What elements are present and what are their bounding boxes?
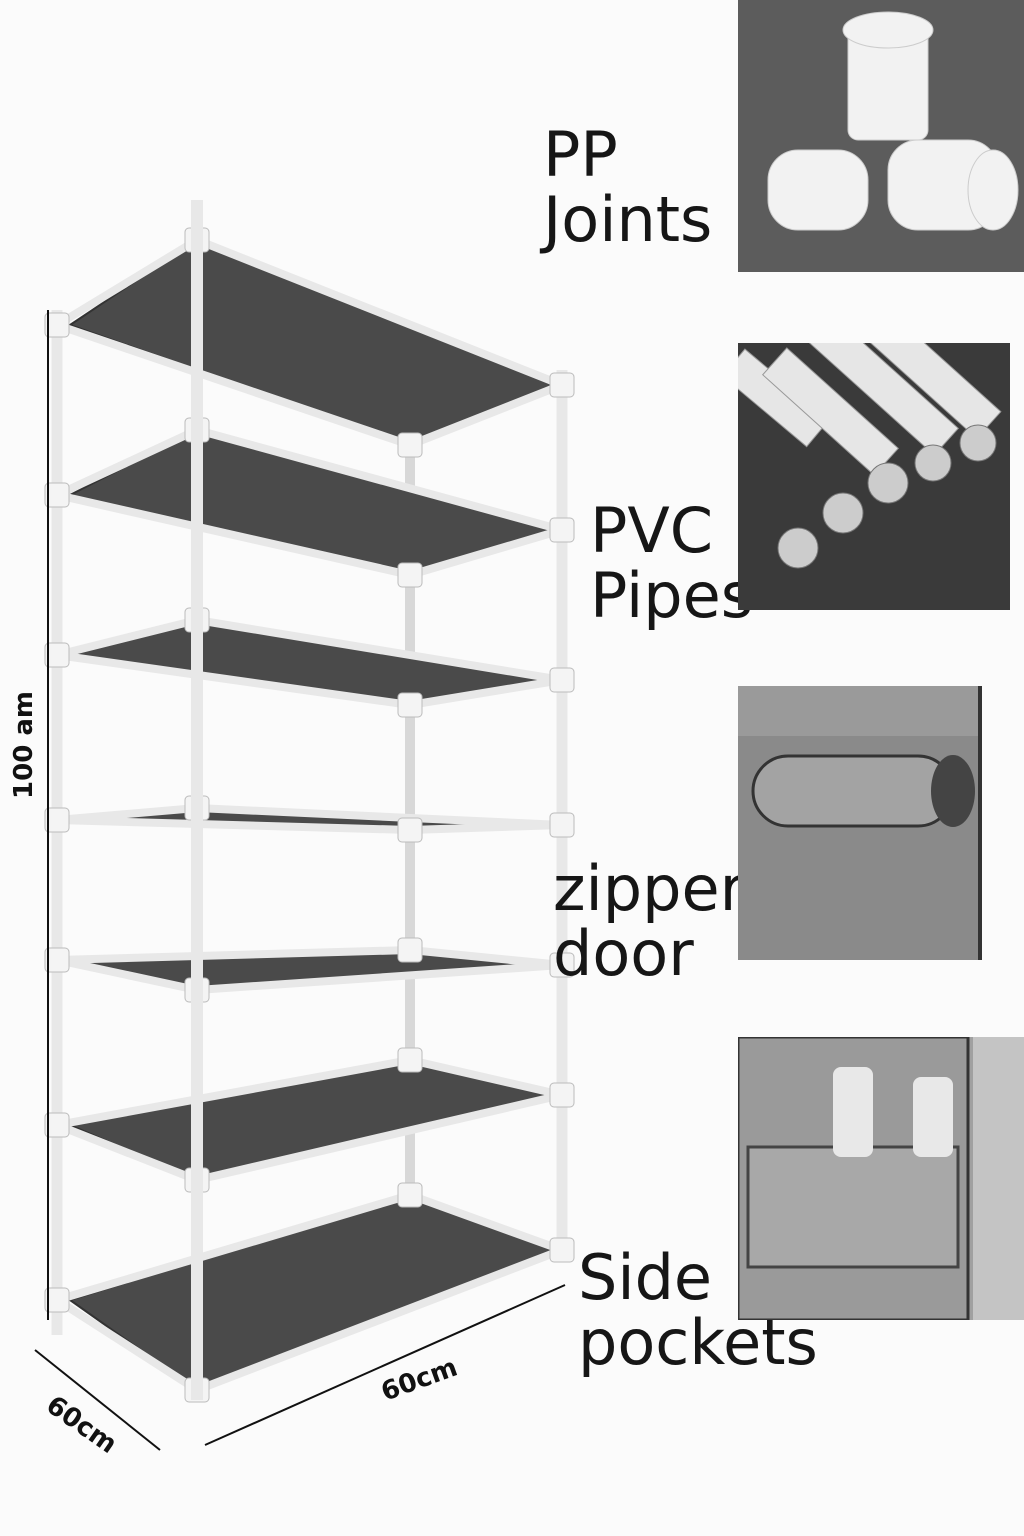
- label-line: Pipes: [590, 559, 754, 633]
- width-dimension-line: [204, 1284, 566, 1446]
- frame-bar: [54, 236, 200, 329]
- pp-joint: [44, 947, 70, 973]
- pp-joint: [549, 1082, 575, 1108]
- pp-joint: [549, 372, 575, 398]
- frame-bar: [56, 816, 411, 834]
- frame-bar: [56, 491, 411, 579]
- frame-bar: [56, 946, 411, 964]
- frame-bar: [196, 804, 563, 829]
- pp-joint: [397, 432, 423, 458]
- frame-bar: [195, 1246, 564, 1394]
- pp-joint: [549, 517, 575, 543]
- frame-bar: [409, 1056, 563, 1099]
- frame-bar: [196, 616, 563, 684]
- frame-bar: [195, 426, 564, 534]
- pp-joint: [549, 1237, 575, 1263]
- frame-bar: [409, 676, 563, 709]
- frame-bar: [409, 821, 563, 834]
- pp-joint: [44, 642, 70, 668]
- frame-bar: [56, 651, 411, 709]
- frame-bar: [408, 526, 564, 579]
- label-line: door: [553, 917, 694, 991]
- pp-joint: [549, 812, 575, 838]
- pp-joint: [397, 1182, 423, 1208]
- frame-bar: [56, 1056, 411, 1129]
- label-line: Joints: [543, 183, 713, 257]
- side-pockets-photo: [738, 1037, 1024, 1320]
- pp-joint: [44, 482, 70, 508]
- label-line: zipper: [553, 852, 746, 925]
- pp-joint: [397, 692, 423, 718]
- frame-bar: [195, 236, 564, 389]
- pp-joint: [44, 1287, 70, 1313]
- pp-joint: [397, 562, 423, 588]
- label-line: pockets: [578, 1306, 818, 1380]
- frame-bar: [55, 1121, 199, 1184]
- label-line: PVC: [590, 494, 714, 567]
- frame-bar: [56, 616, 198, 659]
- frame-bar: [55, 426, 199, 499]
- frame-bar: [196, 961, 563, 994]
- pp-joint: [397, 817, 423, 843]
- pvc-pipes-photo: [738, 343, 1010, 610]
- pp-joint: [397, 937, 423, 963]
- pp-joint: [44, 807, 70, 833]
- frame-bar: [196, 1091, 563, 1184]
- frame-bar: [56, 956, 198, 994]
- frame-bar: [54, 1296, 200, 1394]
- pp-joint: [44, 312, 70, 338]
- frame-bar: [409, 946, 563, 969]
- pp-joint: [397, 1047, 423, 1073]
- frame-bar: [55, 1191, 412, 1304]
- pp-joint: [549, 952, 575, 978]
- frame-bar: [408, 381, 564, 449]
- pp-joint: [44, 1112, 70, 1138]
- pp-joint: [549, 667, 575, 693]
- height-dimension: 100 am: [8, 691, 39, 799]
- label-line: Side: [578, 1241, 713, 1314]
- depth-dimension-line: [34, 1349, 161, 1451]
- frame-bar: [408, 1191, 564, 1254]
- frame-bar: [55, 321, 412, 449]
- zipper-door-photo: [738, 686, 982, 960]
- pp-joint-photo: [738, 0, 1024, 272]
- label-line: PP: [543, 118, 618, 191]
